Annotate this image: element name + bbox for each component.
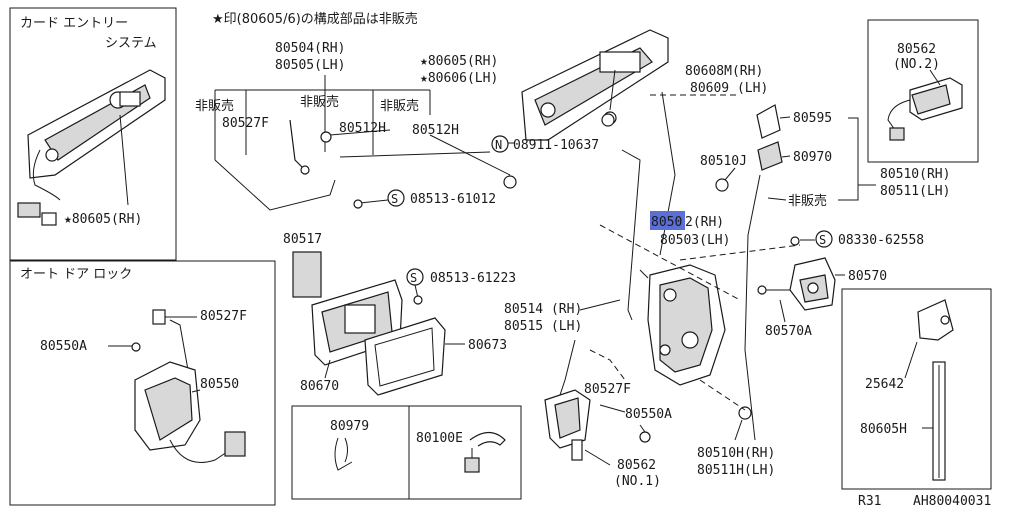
part-80517-drawing — [292, 251, 322, 298]
label-80502-rh: 2(RH) — [685, 215, 724, 230]
label-80511: 80511(LH) — [880, 184, 950, 199]
label-80527F-top: 80527F — [222, 116, 269, 131]
actuator-no1-drawing — [544, 339, 651, 466]
label-80504: 80504(RH) — [275, 41, 345, 56]
bolt-drawing-1 — [353, 199, 363, 209]
not-for-sale-2: 非販売 — [300, 94, 339, 110]
bottom-inset-frame — [291, 405, 522, 500]
bolt-drawing-3 — [413, 295, 423, 305]
no2-part-number: 80562 — [897, 42, 936, 57]
outside-handle-drawing — [521, 29, 669, 141]
s-circle-letter-3: S — [410, 271, 417, 285]
no2-bracket-drawing — [887, 69, 963, 141]
s-circle-letter-1: S — [391, 192, 398, 206]
label-08513-61012: 08513-61012 — [410, 192, 496, 207]
label-80606: ★80606(LH) — [420, 71, 498, 86]
bolt-leader-1 — [359, 199, 389, 204]
label-80510: 80510(RH) — [880, 167, 950, 182]
n-circle-letter: N — [495, 138, 502, 152]
label-80527F-mid: 80527F — [584, 382, 631, 397]
rod-80514 — [621, 149, 641, 321]
label-80517: 80517 — [283, 232, 322, 247]
nut-drawing — [601, 113, 615, 127]
label-80595: 80595 — [793, 111, 832, 126]
not-for-sale-3: 非販売 — [380, 98, 419, 114]
striker-drawing — [757, 257, 845, 323]
rod-80608M — [659, 91, 676, 256]
label-08513-61223: 08513-61223 — [430, 271, 516, 286]
card-entry-handle-drawing — [17, 69, 166, 226]
label-80608M: 80608M(RH) — [685, 64, 763, 79]
card-entry-part-label: ★80605(RH) — [64, 212, 142, 227]
footer-code: AH80040031 — [913, 494, 991, 509]
lower-right-drawing — [904, 299, 954, 481]
label-80511H: 80511H(LH) — [697, 463, 775, 478]
label-80673: 80673 — [468, 338, 507, 353]
highlight-80502 — [650, 211, 685, 230]
label-80515: 80515 (LH) — [504, 319, 582, 334]
s-circle-mark-1 — [387, 189, 405, 207]
label-80510J: 80510J — [700, 154, 747, 169]
bottom-part-80100E: 80100E — [416, 431, 463, 446]
auto-lock-part-80550: 80550 — [200, 377, 239, 392]
label-80505: 80505(LH) — [275, 58, 345, 73]
footer-model: R31 — [858, 494, 881, 509]
label-80514: 80514 (RH) — [504, 302, 582, 317]
label-08330: 08330-62558 — [838, 233, 924, 248]
card-entry-title-2: システム — [105, 36, 157, 51]
label-80570: 80570 — [848, 269, 887, 284]
lower-right-part-80605H: 80605H — [860, 422, 907, 437]
label-80570A: 80570A — [765, 324, 812, 339]
s-circle-mark-2 — [815, 230, 833, 248]
label-80670: 80670 — [300, 379, 339, 394]
label-80609: 80609 (LH) — [690, 81, 768, 96]
label-80605: ★80605(RH) — [420, 54, 498, 69]
leader-80514 — [579, 299, 621, 311]
not-for-sale-1: 非販売 — [195, 98, 234, 114]
not-for-sale-4: 非販売 — [788, 193, 827, 209]
bottom-inset-drawing — [334, 431, 506, 473]
label-80512H-a: 80512H — [339, 121, 386, 136]
lower-right-part-25642: 25642 — [865, 377, 904, 392]
bracket-80510 — [838, 117, 859, 201]
auto-door-lock-inset-frame — [9, 260, 276, 506]
bolt-drawing-2 — [790, 236, 800, 246]
auto-lock-part-80550A: 80550A — [40, 339, 87, 354]
lower-right-inset-frame — [841, 288, 992, 490]
no2-part-suffix: (NO.2) — [893, 57, 940, 72]
auto-lock-title: オート ドア ロック — [20, 267, 132, 282]
label-80503: 80503(LH) — [660, 233, 730, 248]
auto-lock-part-80527F: 80527F — [200, 309, 247, 324]
bottom-part-80979: 80979 — [330, 419, 369, 434]
rod-clip-80510H-drawing — [699, 379, 752, 441]
label-80550A-mid: 80550A — [625, 407, 672, 422]
label-80562-no1-suffix: (NO.1) — [614, 474, 661, 489]
header-note: ★印(80605/6)の構成部品は非販売 — [212, 11, 418, 27]
label-08911: 08911-10637 — [513, 138, 599, 153]
label-80502-highlighted: 8050 — [651, 215, 682, 230]
rod-linkage-drawing — [214, 119, 517, 211]
leader-not-for-sale-4 — [767, 197, 787, 201]
label-80970: 80970 — [793, 150, 832, 165]
door-lock-body-drawing — [599, 224, 801, 386]
s-circle-letter-2: S — [819, 233, 826, 247]
auto-lock-actuator-drawing — [108, 309, 246, 463]
group-bracket-80504 — [214, 75, 431, 160]
label-80510H: 80510H(RH) — [697, 446, 775, 461]
lock-cylinder-drawing — [715, 104, 791, 441]
no2-inset-frame — [867, 19, 979, 163]
card-entry-title-1: カード エントリー — [20, 16, 128, 31]
escutcheon-drawing — [364, 317, 465, 396]
label-80562-no1: 80562 — [617, 458, 656, 473]
card-entry-inset-frame — [9, 7, 177, 261]
label-80512H-b: 80512H — [412, 123, 459, 138]
n-circle-mark — [491, 135, 509, 153]
